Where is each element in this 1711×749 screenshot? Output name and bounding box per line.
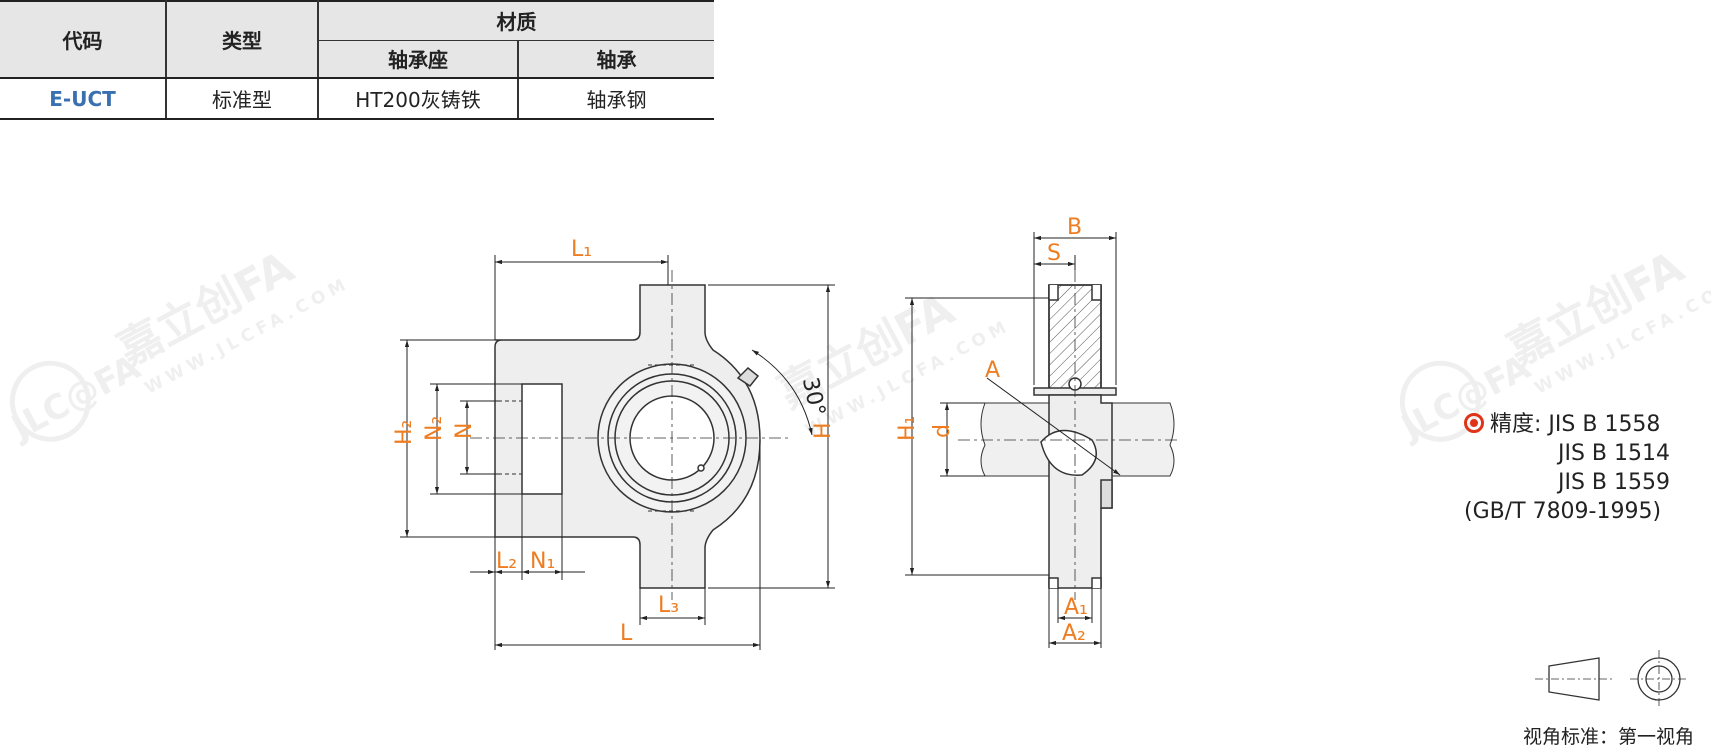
cell-code: E-UCT (0, 78, 167, 120)
precision-gb: (GB/T 7809-1995) (1464, 499, 1662, 524)
side-labels: B S A H₁ d A₁ A₂ (895, 215, 1088, 646)
label-N: N (452, 423, 477, 439)
label-N1: N₁ (530, 549, 555, 574)
label-A: A (985, 358, 1000, 383)
front-dimensions (400, 255, 835, 650)
label-N2: N₂ (422, 416, 447, 441)
slot (521, 383, 563, 495)
front-view (470, 270, 790, 600)
precision-marker-icon (1464, 413, 1484, 433)
cell-type: 标准型 (166, 78, 319, 120)
label-H1: H₁ (895, 416, 920, 441)
first-angle-projection-icon (1535, 650, 1688, 708)
front-labels: L₁ H₂ N₂ N H L₂ N₁ L₃ L 30° (392, 237, 836, 646)
cell-bearing-material: 轴承钢 (518, 78, 714, 120)
precision-standard-1: JIS B 1558 (1548, 412, 1661, 437)
label-L: L (620, 621, 633, 646)
label-B: B (1067, 215, 1082, 240)
header-code: 代码 (0, 0, 167, 79)
projection-caption: 视角标准：第一视角 (1523, 726, 1695, 748)
label-H2: H₂ (392, 420, 417, 445)
label-A1: A₁ (1064, 595, 1088, 620)
spec-table: 代码 类型 材质 轴承座 轴承 E-UCT 标准型 HT200灰铸铁 轴承钢 (0, 0, 714, 120)
header-material: 材质 (318, 0, 714, 41)
precision-block: 精度: JIS B 1558 JIS B 1514 JIS B 1559 (GB… (1464, 410, 1670, 526)
precision-standard-3: JIS B 1559 (1558, 470, 1671, 495)
label-d: d (930, 424, 955, 438)
precision-standard-2: JIS B 1514 (1558, 441, 1671, 466)
header-type: 类型 (166, 0, 319, 79)
label-L2: L₂ (496, 549, 517, 574)
side-dimensions (905, 232, 1121, 648)
precision-label: 精度: (1490, 412, 1542, 437)
label-H: H (811, 422, 836, 439)
label-A2: A₂ (1062, 621, 1086, 646)
label-L3: L₃ (658, 593, 679, 618)
label-L1: L₁ (571, 237, 592, 262)
cell-housing-material: HT200灰铸铁 (318, 78, 519, 120)
header-bearing: 轴承 (518, 40, 714, 79)
header-housing: 轴承座 (318, 40, 519, 79)
label-S: S (1047, 241, 1061, 266)
side-view (958, 270, 1180, 600)
watermark-left: JLC@FA 嘉立创FA WWW.JLCFA.COM (4, 242, 354, 449)
